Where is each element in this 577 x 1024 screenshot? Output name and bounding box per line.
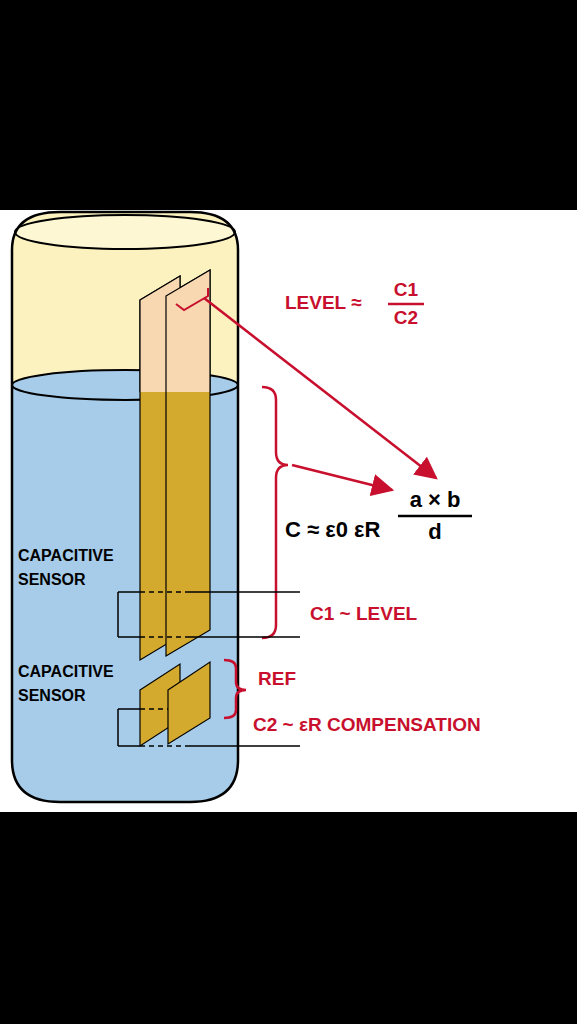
label: C1 (394, 279, 418, 302)
level-electrodes (140, 270, 210, 660)
electrodes-dry-part (140, 270, 210, 392)
label: d (428, 519, 441, 545)
tank-outline (12, 212, 238, 802)
label: C2 (394, 307, 418, 330)
bottom-band (0, 812, 577, 1024)
area-mark (176, 288, 208, 310)
label: C ≈ ε0 εR (285, 517, 380, 543)
fraction-bar (398, 515, 472, 518)
top-band (0, 0, 577, 210)
label: CAPACITIVE SENSOR (18, 544, 114, 592)
arrow (292, 465, 392, 490)
label: C2 ~ εR COMPENSATION (253, 714, 481, 737)
brace (224, 660, 246, 718)
label: LEVEL ≈ (285, 292, 362, 315)
label: a × b (410, 487, 461, 513)
reference-electrodes (140, 662, 210, 746)
brace (262, 387, 288, 638)
label: REF (258, 668, 296, 691)
label: C1 ~ LEVEL (310, 603, 417, 626)
liquid (0, 385, 260, 815)
fraction-bar (388, 303, 424, 306)
tank-opening (15, 215, 235, 249)
label: CAPACITIVE SENSOR (18, 660, 114, 708)
arrow (204, 298, 436, 478)
